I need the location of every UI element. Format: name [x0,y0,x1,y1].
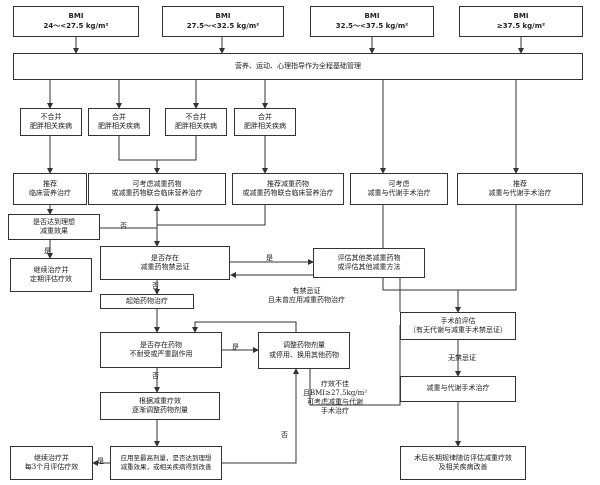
base-text: 营养、运动、心理指导作为全程基础管理 [235,61,361,70]
label-no-1: 否 [120,222,127,230]
bmi-box-3: BMI 32.5～<37.5 kg/m² [310,6,434,37]
bmi-box-4: BMI ≥37.5 kg/m² [459,6,583,37]
label-yes-2: 是 [266,254,273,262]
bmi-title: BMI [513,12,529,21]
bmi-title: BMI [68,12,84,21]
bmi-range: 24～<27.5 kg/m² [43,21,109,30]
intolerance-question: 是否存在药物 不耐受或严重副作用 [100,332,222,368]
titrate-dose: 根据减重疗效 逐渐调整药物剂量 [100,392,220,420]
surgery-treatment: 减重与代谢手术治疗 [400,376,516,402]
start-drug: 起始药物治疗 [100,294,194,309]
comorbidity-box-1: 不合并 肥胖相关疾病 [20,108,82,136]
rec-nutrition: 推荐 临床营养治疗 [13,173,87,205]
rec-consider-surgery: 可考虑 减重与代谢手术治疗 [350,173,448,205]
evaluate-other-methods: 评估其他类减重药物 或评估其他减重方法 [313,248,425,278]
bmi-box-1: BMI 24～<27.5 kg/m² [13,6,139,37]
comorbidity-box-3: 不合并 肥胖相关疾病 [165,108,227,136]
label-no-3: 否 [152,372,159,380]
rec-drug: 推荐减重药物 或减重药物联合临床营养治疗 [232,173,344,205]
no-contraindication-label: 无禁忌证 [448,354,476,362]
poor-effect-note: 疗效不佳 且BMI≥27.5kg/m² 可考虑减重与代谢 手术治疗 [303,380,368,416]
preop-evaluation: 手术前评估 （有无代谢与减重手术禁忌证） [400,312,516,340]
rec-surgery: 推荐 减重与代谢手术治疗 [457,173,583,205]
bmi-box-2: BMI 27.5～<32.5 kg/m² [162,6,284,37]
continue-3-months: 继续治疗并 每3个月评估疗效 [10,446,93,480]
contraindication-question: 是否存在 减重药物禁忌证 [100,246,230,280]
label-no-2: 否 [152,282,159,290]
label-no-4: 否 [281,431,288,439]
base-management: 营养、运动、心理指导作为全程基础管理 [13,53,583,80]
label-yes-1: 是 [44,247,51,255]
comorbidity-box-4: 合并 肥胖相关疾病 [234,108,296,136]
contraindication-note: 有禁忌证 且未曾应用减重药物治疗 [268,287,345,305]
label-yes-4: 是 [97,457,104,465]
bmi-range: 32.5～<37.5 kg/m² [335,21,409,30]
bmi-title: BMI [215,12,231,21]
bmi-title: BMI [364,12,380,21]
max-dose-question: 应用至最高剂量，是否达到理想 减重效果，或相关疾病得到改善 [110,446,222,480]
ideal-effect-question: 是否达到理想 减重效果 [8,214,100,240]
bmi-range: 27.5～<32.5 kg/m² [186,21,260,30]
bmi-range: ≥37.5 kg/m² [496,21,546,30]
postop-followup: 术后长期规律随访评估减重疗效 及相关疾病改善 [400,446,526,480]
label-yes-3: 是 [232,343,239,351]
comorbidity-box-2: 合并 肥胖相关疾病 [88,108,150,136]
continue-treatment: 继续治疗并 定期评估疗效 [10,258,92,292]
adjust-dose: 调整药物剂量 或停用、换用其他药物 [258,332,350,369]
rec-consider-drug: 可考虑减重药物 或减重药物联合临床营养治疗 [88,173,226,205]
